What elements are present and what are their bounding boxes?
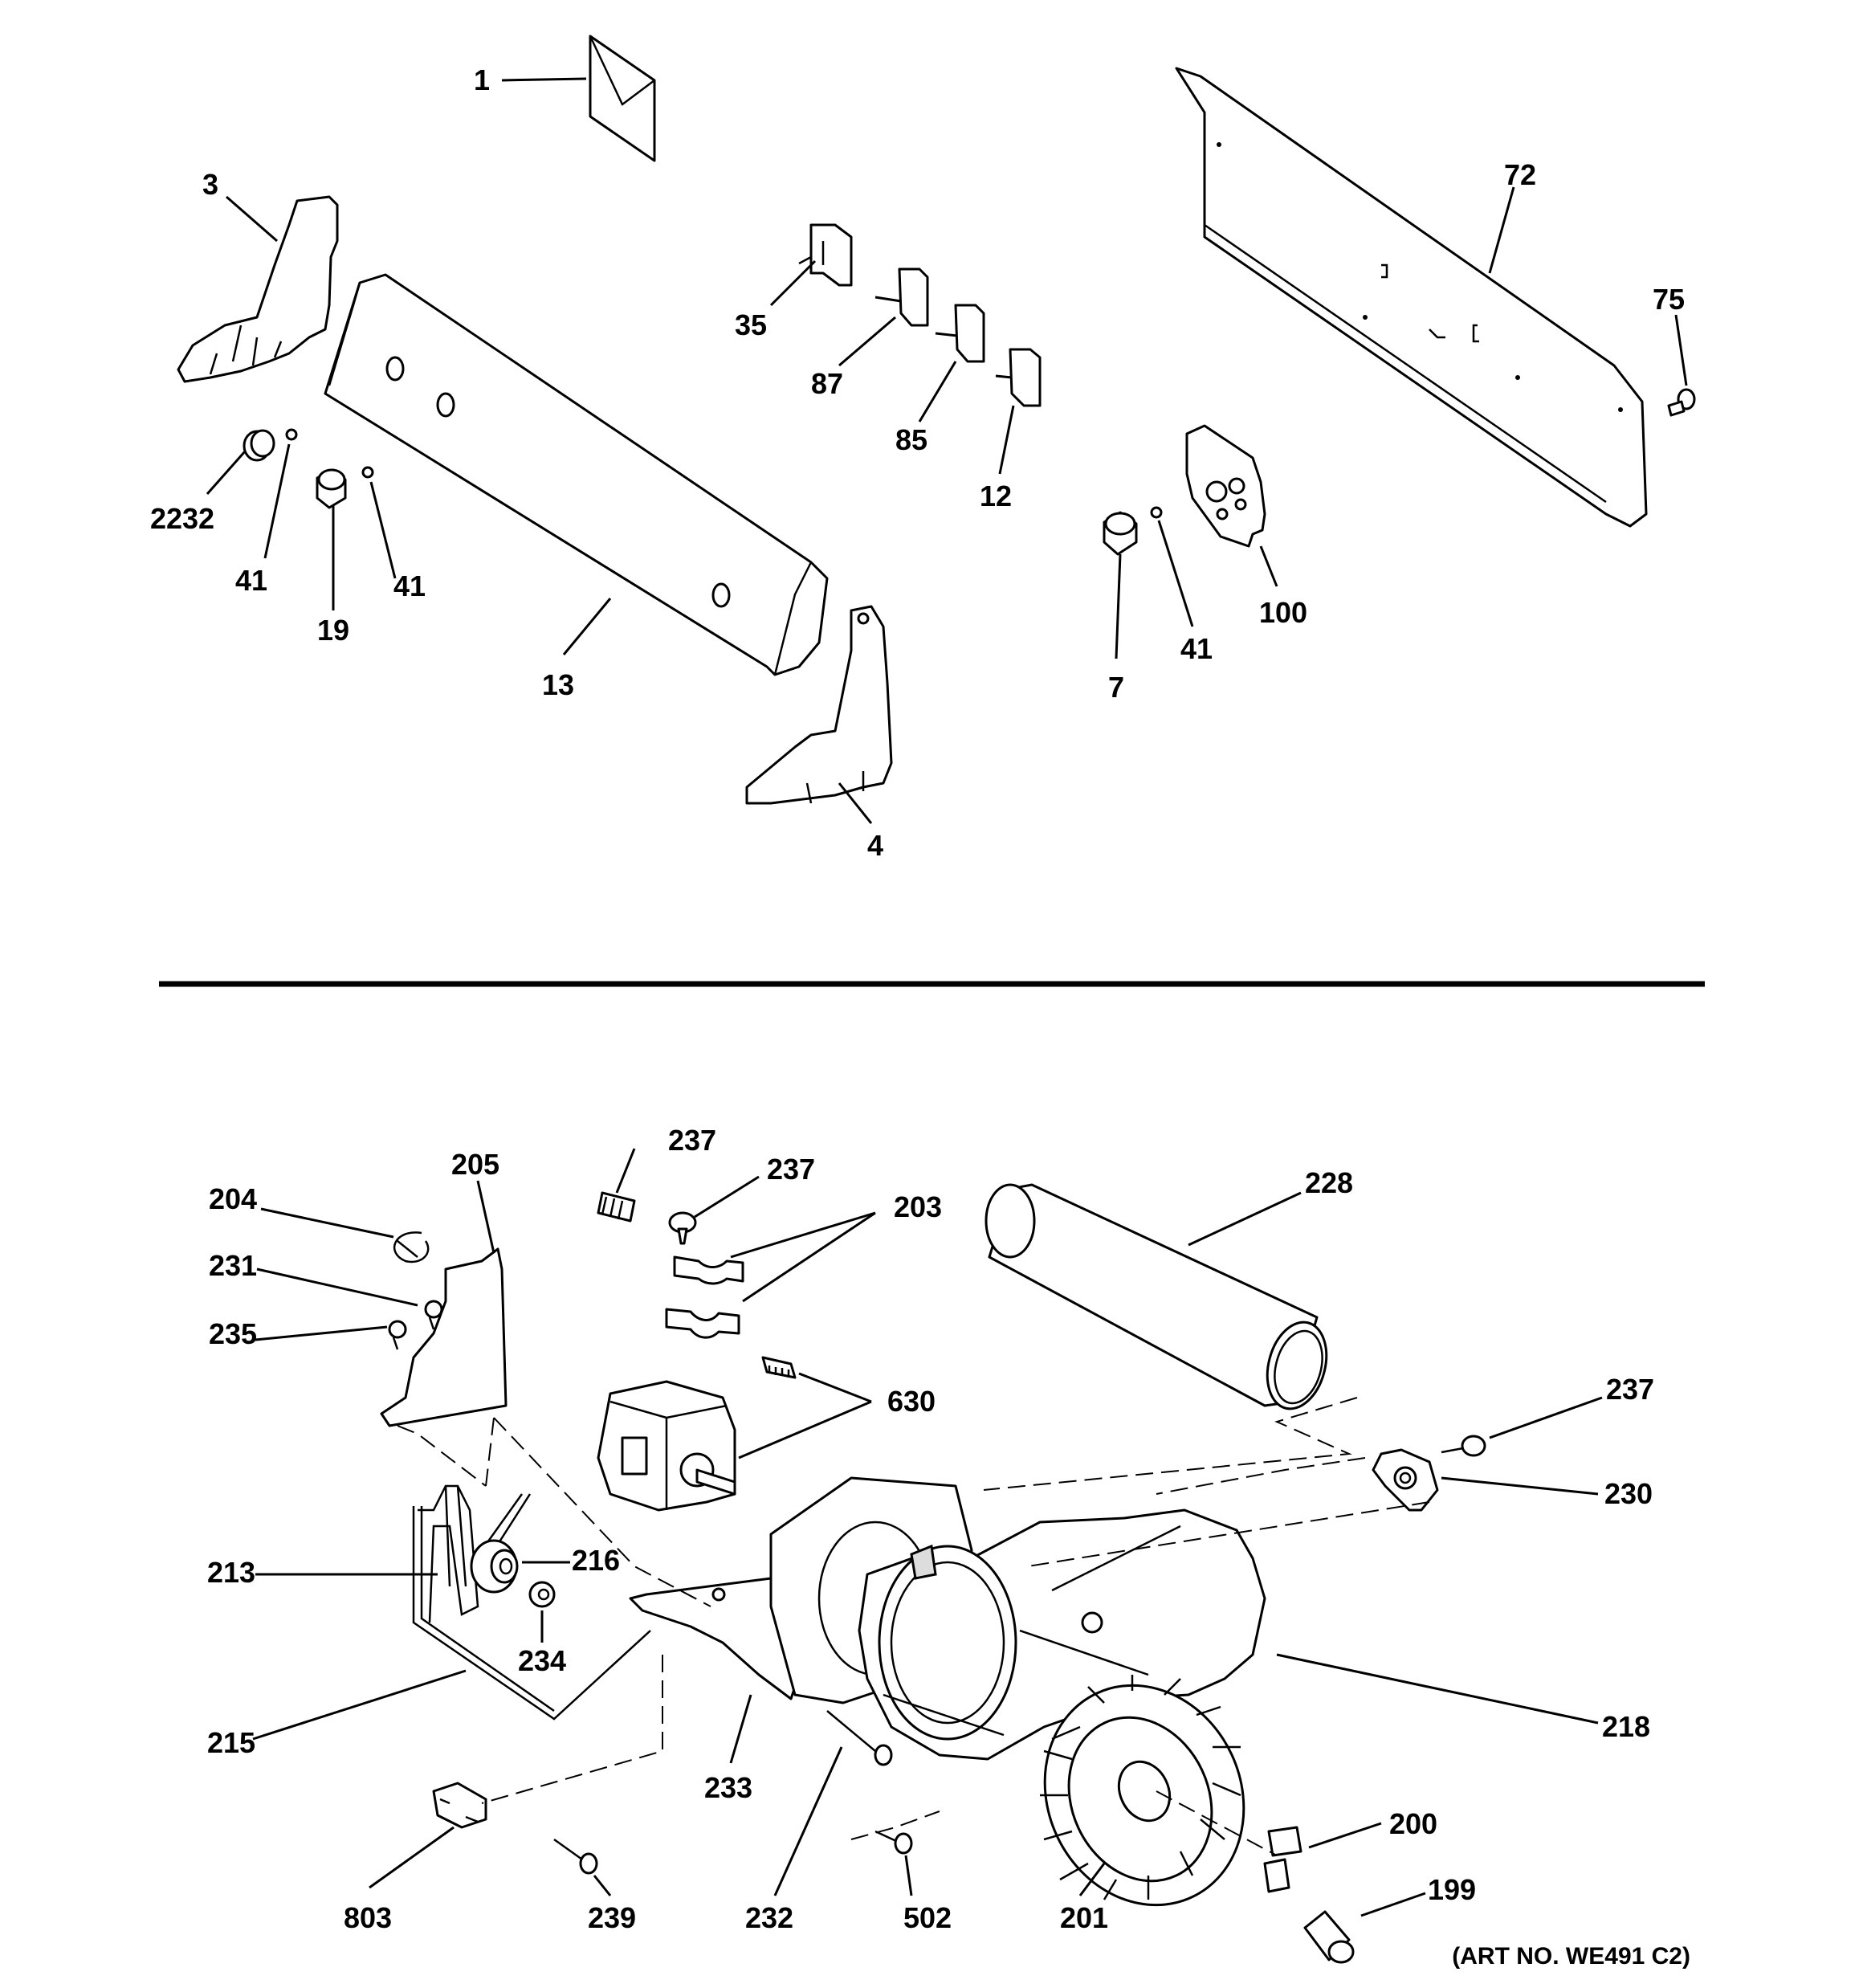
part-216-pulley [470,1539,519,1594]
assembly-dashed-lines [397,1397,1430,1856]
callout-205: 205 [451,1148,499,1181]
part-2232-knob [243,429,275,462]
part-233-base-plate [629,1577,805,1700]
callout-100: 100 [1259,596,1307,629]
part-630-connector [761,1356,797,1379]
callout-237a: 237 [668,1124,716,1157]
callout-237b: 237 [767,1153,815,1186]
callout-72: 72 [1504,158,1536,191]
callout-235: 235 [209,1317,257,1350]
callout-1: 1 [474,63,490,96]
part-230-thermostat [1372,1448,1439,1512]
callout-35: 35 [735,308,767,341]
callout-803: 803 [344,1901,392,1934]
callout-19: 19 [317,614,349,647]
callout-12: 12 [980,480,1012,512]
callout-213: 213 [207,1556,255,1589]
callout-200: 200 [1389,1807,1437,1840]
callout-228: 228 [1305,1166,1353,1199]
callout-237c: 237 [1606,1373,1654,1406]
callout-231: 231 [209,1249,257,1282]
part-85-switch [935,304,985,363]
callout-234: 234 [518,1644,566,1677]
callout-3: 3 [202,168,218,201]
callout-85: 85 [895,423,927,456]
callout-199: 199 [1428,1873,1476,1906]
callout-232: 232 [745,1901,793,1934]
part-232-pin [826,1710,893,1766]
part-1-envelope [589,35,656,162]
top-leader-lines [206,77,1688,824]
part-7-knob [1103,511,1138,556]
part-205-bracket [380,1247,508,1427]
callout-4: 4 [867,829,883,862]
part-237c-screw [1441,1435,1486,1457]
callout-201: 201 [1060,1901,1108,1934]
callout-87: 87 [811,367,843,400]
part-201-blower-wheel [1040,1675,1245,1907]
part-72-back-panel [1175,67,1648,528]
part-75-screw [1667,388,1696,417]
part-3-left-bracket [177,195,339,383]
part-234-nut [528,1581,556,1608]
callout-218: 218 [1602,1710,1650,1743]
part-228-duct [984,1183,1328,1410]
callout-2232: 2232 [150,502,214,535]
part-200-clip [1263,1826,1302,1893]
part-4-right-bracket [745,605,893,805]
part-203-clamps [665,1255,744,1339]
part-13-control-panel [324,273,829,676]
part-218-blower-housing [769,1476,1266,1761]
part-231-screw [424,1300,443,1330]
part-502-screw [874,1830,913,1855]
part-239-screw [553,1838,598,1875]
part-237b-screw [668,1211,697,1245]
callout-630: 630 [887,1385,936,1418]
callout-502: 502 [903,1901,952,1934]
callout-230: 230 [1604,1477,1653,1510]
part-19-knob [316,468,347,509]
callout-7: 7 [1108,671,1124,704]
callout-233: 233 [704,1771,752,1804]
part-630-motor [597,1380,736,1512]
part-237a-screw [597,1191,636,1223]
part-41b-washer [361,466,374,479]
callout-41b: 41 [393,569,426,602]
part-215-rod [412,1506,651,1721]
part-87-switch [874,267,929,327]
part-204-clip [393,1231,430,1263]
bottom-leader-lines [252,1148,1603,1917]
part-41a-washer [285,428,298,441]
part-100-timer [1185,424,1266,548]
callout-41a: 41 [235,564,267,597]
callout-41c: 41 [1180,632,1213,665]
part-41c-washer [1150,506,1163,519]
art-number: (ART NO. WE491 C2) [1452,1943,1690,1970]
callout-204: 204 [209,1182,257,1215]
callout-203: 203 [894,1190,942,1223]
callout-13: 13 [542,668,574,701]
part-235-screw [388,1320,407,1350]
part-12-switch [995,348,1042,407]
callout-239: 239 [588,1901,636,1934]
callout-215: 215 [207,1726,255,1759]
part-199-bolt [1303,1910,1355,1964]
part-803-switch [432,1782,487,1829]
part-35-switch [798,223,853,287]
callout-216: 216 [572,1544,620,1577]
callout-75: 75 [1653,283,1685,316]
